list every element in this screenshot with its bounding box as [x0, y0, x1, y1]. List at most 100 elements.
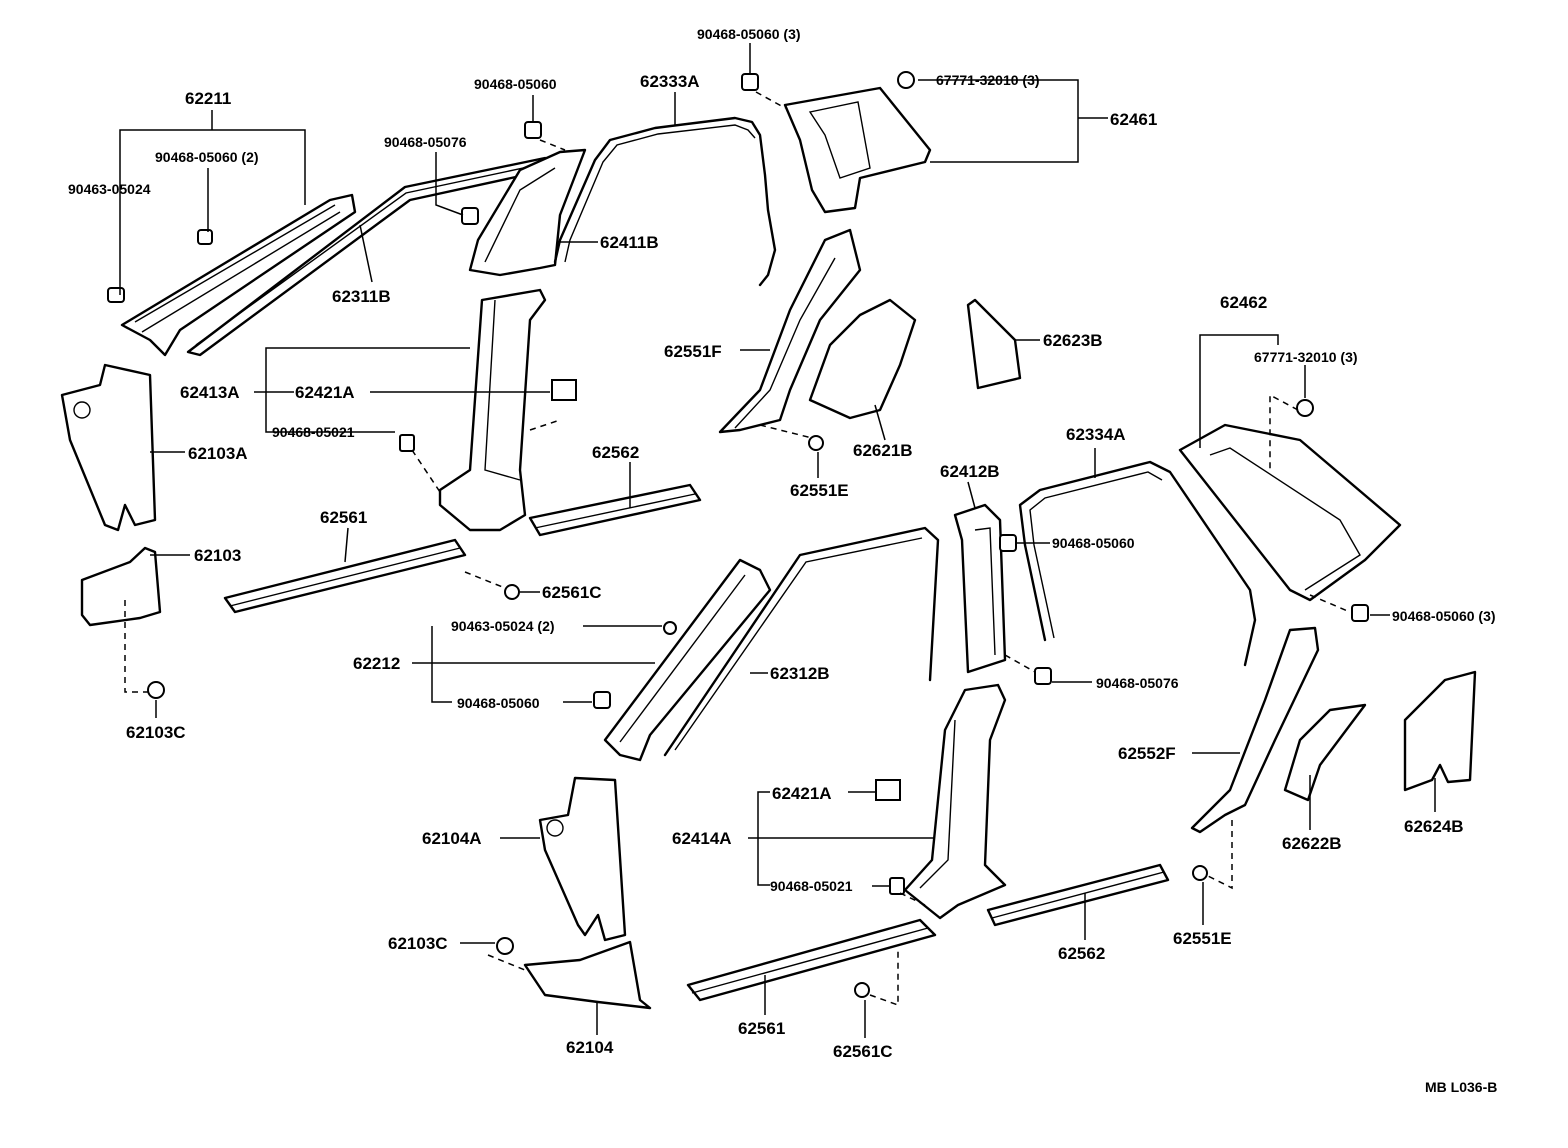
- label-90463-05024-2: 90463-05024 (2): [451, 618, 555, 634]
- label-62561C-a: 62561C: [542, 583, 602, 602]
- label-67771-32010-3-a: 67771-32010 (3): [936, 72, 1040, 88]
- clip-62103C-a: [147, 681, 165, 699]
- clip-90468-05060-c: [999, 534, 1017, 552]
- clip-90468-05021-b: [889, 877, 905, 895]
- clip-62561C-a: [504, 584, 520, 600]
- part-62103A-cowl-side: [60, 363, 157, 532]
- label-62551F: 62551F: [664, 342, 722, 361]
- label-62421A-b: 62421A: [772, 784, 832, 803]
- part-62562-upper: [528, 483, 702, 537]
- label-62334A: 62334A: [1066, 425, 1126, 444]
- label-62212: 62212: [353, 654, 400, 673]
- label-67771-32010-3-b: 67771-32010 (3): [1254, 349, 1358, 365]
- clip-90463-05024-2: [663, 621, 677, 635]
- label-62333A: 62333A: [640, 72, 700, 91]
- label-62624B: 62624B: [1404, 817, 1464, 836]
- clip-90468-05076-a: [461, 207, 479, 225]
- label-62211: 62211: [185, 89, 231, 108]
- label-90468-05060-3-right: 90468-05060 (3): [1392, 608, 1496, 624]
- label-62103A: 62103A: [188, 444, 248, 463]
- label-62421A-a: 62421A: [295, 383, 355, 402]
- label-90468-05076-b: 90468-05076: [1096, 675, 1179, 691]
- label-90468-05021-a: 90468-05021: [272, 424, 355, 440]
- label-62622B: 62622B: [1282, 834, 1342, 853]
- clip-62421A-b: [875, 779, 901, 801]
- part-62462: [1178, 423, 1402, 602]
- part-62334A-weatherstrip: [1018, 460, 1257, 667]
- label-62552F: 62552F: [1118, 744, 1176, 763]
- clip-90468-05060-3-top: [741, 73, 759, 91]
- part-62552F: [1190, 626, 1320, 834]
- label-62413A: 62413A: [180, 383, 240, 402]
- label-62103C-a: 62103C: [126, 723, 186, 742]
- part-62103: [80, 546, 162, 627]
- label-62561-b: 62561: [738, 1019, 785, 1038]
- part-62623B: [966, 298, 1022, 390]
- label-62461: 62461: [1110, 110, 1157, 129]
- clip-62551E-b: [1192, 865, 1208, 881]
- part-62333A-weatherstrip: [553, 116, 777, 287]
- label-62462: 62462: [1220, 293, 1267, 312]
- label-90468-05076-a: 90468-05076: [384, 134, 467, 150]
- diagram-code: MB L036-B: [1425, 1079, 1497, 1095]
- clip-67771-32010-3-b: [1296, 399, 1314, 417]
- leader-lines: [119, 43, 1436, 1038]
- part-62411B: [468, 148, 587, 277]
- clip-90468-05021-a: [399, 434, 415, 452]
- part-62414A: [903, 683, 1007, 920]
- clip-67771-32010-3-a: [897, 71, 915, 89]
- part-62104A: [538, 776, 627, 942]
- part-62562-lower: [986, 863, 1170, 927]
- part-62622B: [1283, 703, 1367, 802]
- label-62561-a: 62561: [320, 508, 367, 527]
- label-90468-05021-b: 90468-05021: [770, 878, 853, 894]
- part-62104: [523, 940, 652, 1010]
- label-62312B: 62312B: [770, 664, 830, 683]
- clip-90468-05060-2: [197, 229, 213, 245]
- label-62551E-b: 62551E: [1173, 929, 1232, 948]
- label-62623B: 62623B: [1043, 331, 1103, 350]
- part-62412B: [953, 503, 1007, 674]
- part-62551F: [718, 228, 862, 434]
- clip-90468-05060-3-right: [1351, 604, 1369, 622]
- part-62561-upper: [223, 538, 467, 614]
- label-62103: 62103: [194, 546, 241, 565]
- label-62414A: 62414A: [672, 829, 732, 848]
- label-62561C-b: 62561C: [833, 1042, 893, 1061]
- part-number-labels: 62211 90468-05060 (2) 90463-05024 62311B…: [68, 26, 1497, 1095]
- clip-90468-05060-a: [524, 121, 542, 139]
- clip-90463-05024: [107, 287, 125, 303]
- label-90463-05024: 90463-05024: [68, 181, 151, 197]
- label-62104: 62104: [566, 1038, 614, 1057]
- part-62413A-center-pillar: [438, 288, 547, 532]
- part-62624B: [1403, 670, 1477, 792]
- label-62621B: 62621B: [853, 441, 913, 460]
- clip-62421A-a: [551, 379, 577, 401]
- label-62103C-b: 62103C: [388, 934, 448, 953]
- label-62551E-a: 62551E: [790, 481, 849, 500]
- part-62561-lower: [686, 918, 937, 1002]
- label-62311B: 62311B: [332, 287, 391, 306]
- part-62312B-weatherstrip: [663, 526, 940, 757]
- part-62211-pillar-garnish: [120, 193, 357, 357]
- clip-62561C-b: [854, 982, 870, 998]
- clip-90468-05060-b: [593, 691, 611, 709]
- clip-90468-05076-b: [1034, 667, 1052, 685]
- label-62562-b: 62562: [1058, 944, 1105, 963]
- label-62411B: 62411B: [600, 233, 659, 252]
- label-90468-05060-b: 90468-05060: [457, 695, 540, 711]
- label-62412B: 62412B: [940, 462, 1000, 481]
- label-90468-05060-c: 90468-05060: [1052, 535, 1135, 551]
- part-62212: [603, 558, 772, 762]
- label-90468-05060-3-top: 90468-05060 (3): [697, 26, 801, 42]
- clip-62103C-b: [496, 937, 514, 955]
- label-90468-05060-a: 90468-05060: [474, 76, 557, 92]
- label-62562-a: 62562: [592, 443, 639, 462]
- part-62621B: [808, 298, 917, 420]
- part-62461: [783, 86, 932, 214]
- clip-62551E-a: [808, 435, 824, 451]
- label-62104A: 62104A: [422, 829, 482, 848]
- label-90468-05060-2: 90468-05060 (2): [155, 149, 259, 165]
